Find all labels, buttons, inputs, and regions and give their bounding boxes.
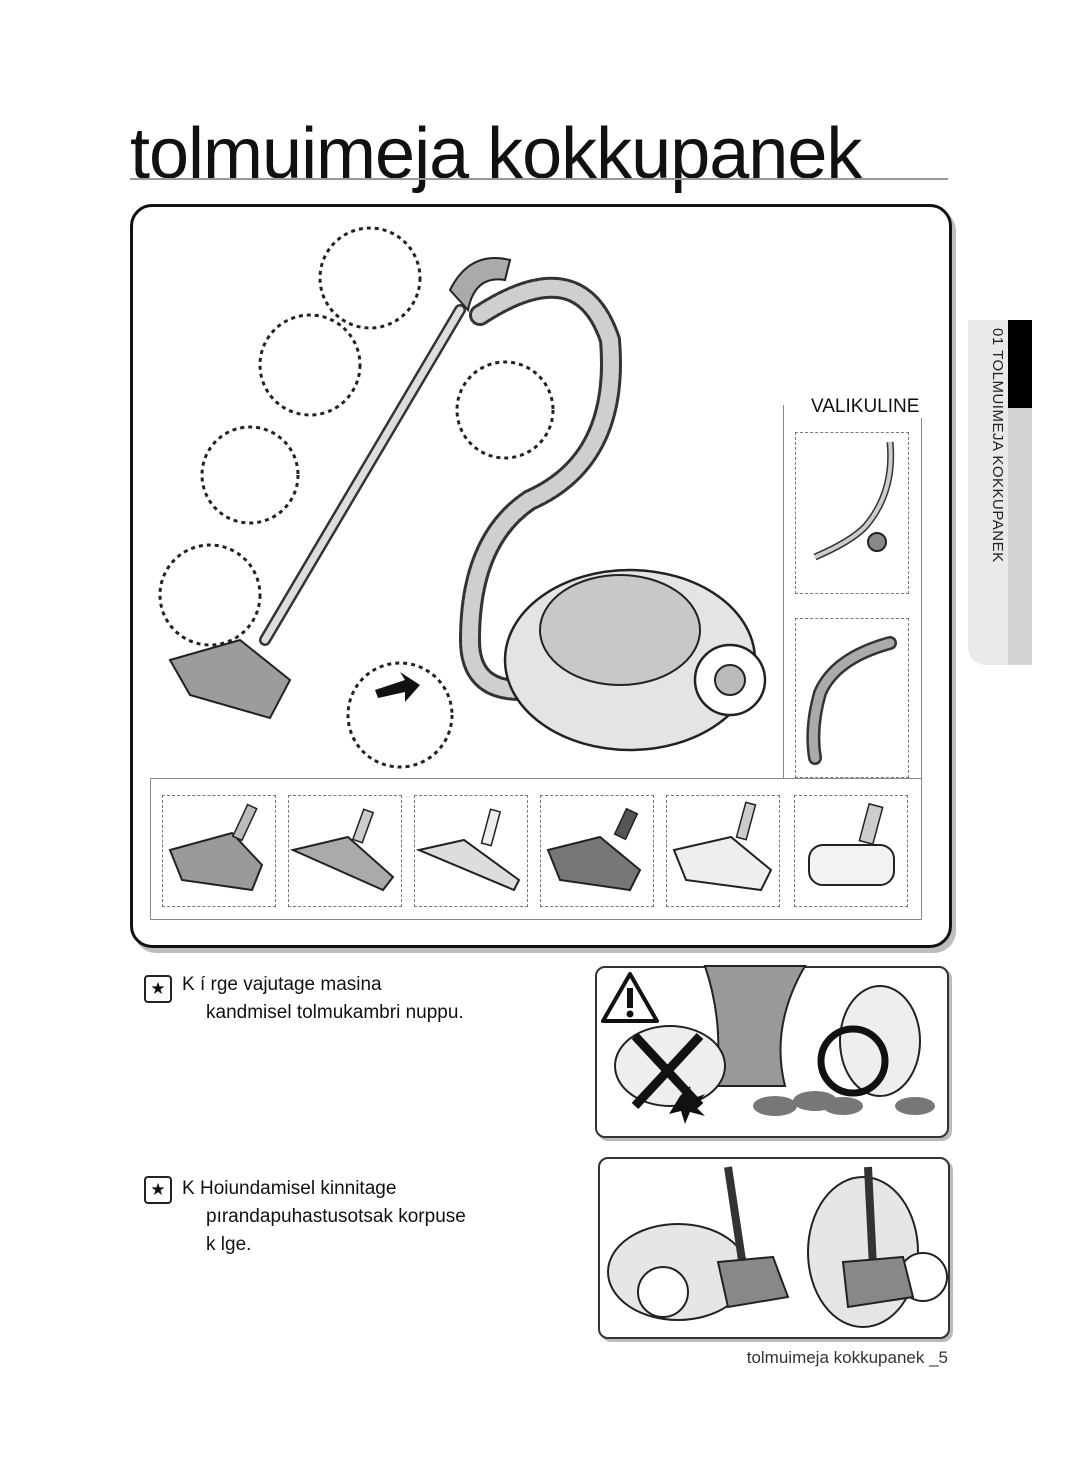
detail-circle-hose-release: [455, 360, 555, 460]
detail-circle-handle: [318, 226, 422, 330]
detail-circle-nozzle-connect: [158, 543, 262, 647]
detail-circle-hose-insert: [346, 661, 454, 769]
optional-label: VALIKULINE: [808, 396, 923, 418]
detail-circle-pipe-adjust: [200, 425, 300, 525]
detail-circle-pipe-connect: [258, 313, 362, 417]
assembly-illustration-panel: [130, 204, 952, 948]
optional-accessory-box-1: [795, 432, 909, 594]
optional-accessory-box-2: [795, 618, 909, 778]
note-1: K í rge vajutage masina kandmisel tolmuk…: [182, 971, 464, 1027]
note-2-line2: pırandapuhastusotsak korpuse: [206, 1206, 466, 1227]
note-2-line1: Hoiundamisel kinnitage: [199, 1178, 397, 1199]
chapter-tab-bar: [1008, 408, 1032, 665]
nozzle-box-4: [540, 795, 654, 907]
title-rule: [130, 178, 948, 180]
note-1-prefix: K: [182, 974, 195, 995]
note-2: K Hoiundamisel kinnitage pırandapuhastus…: [182, 1175, 466, 1259]
vacuum-assembly-illustration: [158, 226, 767, 769]
chapter-tab-label: 01 TOLMUIMEJA KOKKUPANEK: [989, 328, 1006, 563]
nozzle-box-6: [794, 795, 908, 907]
nozzle-1-illustration: [168, 803, 264, 892]
ok-circle-icon: [817, 1025, 889, 1097]
page-footer: tolmuimeja kokkupanek _5: [746, 1348, 948, 1367]
nozzle-4-illustration: [546, 807, 642, 892]
note-1-line1: í rge vajutage masina: [199, 974, 382, 995]
nozzle-3-illustration: [415, 808, 521, 892]
storage-illustration: [607, 1166, 948, 1328]
note-1-line2: kandmisel tolmukambri nuppu.: [206, 1002, 464, 1023]
note-2-prefix: K: [182, 1178, 195, 1199]
carry-warning-illustration: [601, 965, 935, 1124]
chapter-tab-marker: [1008, 320, 1032, 408]
nozzle-2-illustration: [289, 808, 395, 892]
nozzle-box-2: [288, 795, 402, 907]
nozzle-6-illustration: [808, 802, 895, 886]
chapter-tab: 01 TOLMUIMEJA KOKKUPANEK: [968, 320, 1032, 665]
flexible-hose-accessory-illustration: [813, 441, 895, 561]
note-1-star-icon: ★: [144, 975, 172, 1003]
hose-handle-accessory-illustration: [806, 636, 897, 765]
optional-accessories-frame: [783, 405, 922, 778]
note-2-star-icon: ★: [144, 1176, 172, 1204]
nozzle-5-illustration: [672, 801, 773, 892]
nozzle-box-5: [666, 795, 780, 907]
chapter-tab-background: [968, 320, 1008, 665]
note-2-line3: k lge.: [206, 1234, 252, 1255]
nozzle-box-3: [414, 795, 528, 907]
nozzle-options-frame: [150, 778, 922, 920]
nozzle-box-1: [162, 795, 276, 907]
